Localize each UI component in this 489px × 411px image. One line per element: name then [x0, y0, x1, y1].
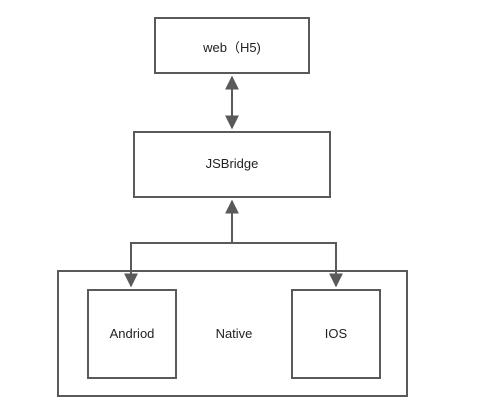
ios-node	[291, 289, 381, 379]
native-label: Native	[215, 326, 253, 341]
ios-label: IOS	[324, 326, 348, 341]
web-h5-node	[154, 17, 310, 74]
jsbridge-node	[133, 131, 331, 198]
android-node	[87, 289, 177, 379]
jsbridge-label: JSBridge	[205, 156, 259, 171]
android-label: Andriod	[109, 326, 155, 341]
web-h5-label: web（H5)	[203, 40, 261, 55]
